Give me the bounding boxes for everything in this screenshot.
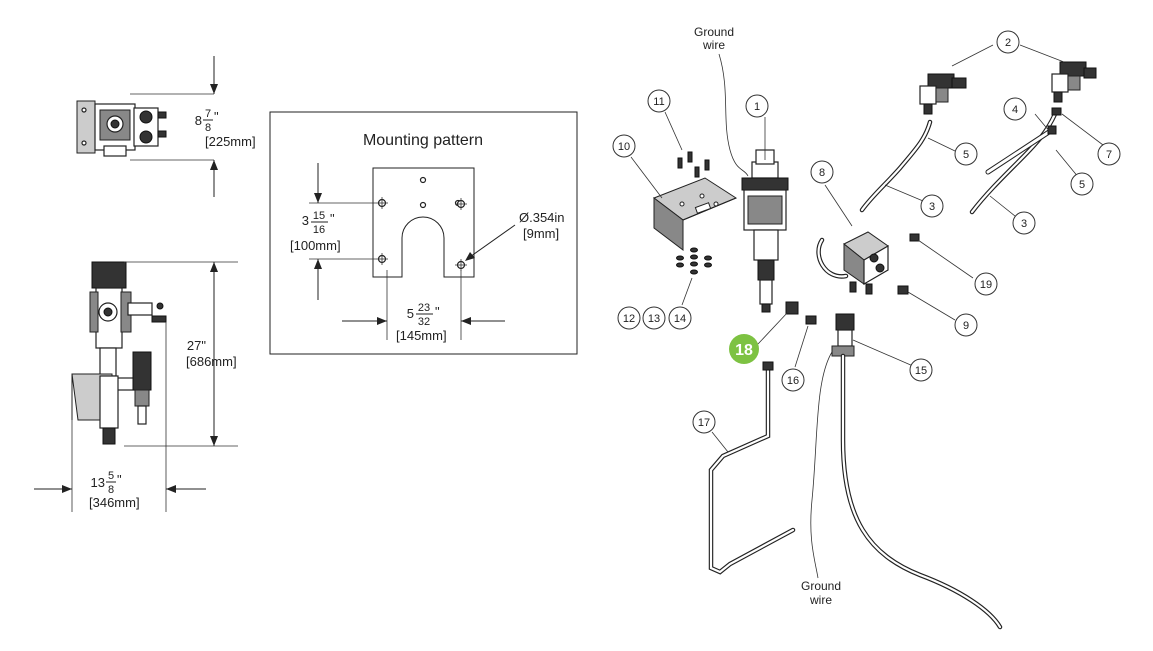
side-height-inches: 27" [187,338,206,353]
mount-height-whole: 3 [302,213,309,228]
top-dim-whole: 8 [195,113,202,128]
mounting-hole [376,253,388,265]
mount-height-mm: [100mm] [290,238,341,253]
svg-text:12: 12 [623,313,635,325]
top-dim-mm: [225mm] [205,134,256,149]
fitting-16 [805,315,817,325]
callout-5b: 5 [1070,172,1094,196]
callout-7: 7 [1097,142,1121,166]
callout-11: 11 [647,89,671,113]
side-width-denominator: 8 [108,484,114,496]
top-dim-numerator: 7 [205,108,211,120]
svg-text:19: 19 [980,279,992,291]
spray-gun-left [919,73,967,115]
pump-part [741,149,789,313]
callout-9: 9 [954,313,978,337]
fitting-7 [1051,107,1062,116]
regulator-part [831,313,855,357]
svg-text:Ground: Ground [694,25,734,39]
svg-text:14: 14 [674,313,686,325]
ground-wire-bottom-label: Ground wire [801,579,841,607]
top-dim-inch-mark: " [214,109,219,124]
side-width-numerator: 5 [108,470,114,482]
svg-text:3: 3 [929,201,935,213]
side-height-mm: [686mm] [186,354,237,369]
callout-4: 4 [1003,97,1027,121]
svg-text:1: 1 [754,101,760,113]
callout-17: 17 [692,410,716,434]
side-width-inch-mark: " [117,472,122,487]
callout-19: 19 [974,272,998,296]
svg-text:15: 15 [915,365,927,377]
svg-text:2: 2 [1005,37,1011,49]
callout-16: 16 [781,368,805,392]
svg-text:17: 17 [698,417,710,429]
mount-width-mm: [145mm] [396,328,447,343]
callout-13: 13 [642,306,666,330]
callout-10: 10 [612,134,636,158]
svg-text:Ground: Ground [801,579,841,593]
spray-gun-right [1051,61,1097,103]
mounting-hole [455,259,467,271]
mount-width-inch-mark: " [435,304,440,319]
mount-width-denominator: 32 [418,316,430,328]
callout-15: 15 [909,358,933,382]
ground-wire-bottom [810,351,833,579]
top-view-dimension: 8 7 8 " [225mm] [195,108,256,149]
side-view-dimension: 27" [686mm] 13 5 8 " [346mm] [89,338,237,510]
screws-part [677,151,710,178]
callout-18-highlight: 18 [729,334,759,364]
ground-wire-top [718,53,749,177]
callout-3b: 3 [1012,211,1036,235]
svg-text:7: 7 [1106,149,1112,161]
mounting-hole [455,198,467,210]
side-width-whole: 13 [91,475,105,490]
fitting-19 [909,233,920,242]
callout-5: 5 [954,142,978,166]
mount-height-denominator: 16 [313,224,325,236]
svg-text:3: 3 [1021,218,1027,230]
svg-text:4: 4 [1012,104,1018,116]
callout-18-label: 18 [735,342,753,359]
svg-text:10: 10 [618,141,630,153]
svg-text:16: 16 [787,375,799,387]
rod-part [985,125,1057,175]
manifold-part [816,231,889,295]
svg-text:9: 9 [963,320,969,332]
svg-text:5: 5 [963,149,969,161]
callout-2: 2 [996,30,1020,54]
svg-text:wire: wire [702,38,725,52]
mount-height-numerator: 15 [313,210,325,222]
svg-text:wire: wire [809,593,832,607]
top-view-drawing [76,56,218,197]
callout-8: 8 [810,160,834,184]
svg-text:8: 8 [819,167,825,179]
side-width-mm: [346mm] [89,495,140,510]
hole-diameter-mm: [9mm] [523,226,559,241]
callout-12: 12 [617,306,641,330]
mount-height-inch-mark: " [330,211,335,226]
svg-text:13: 13 [648,313,660,325]
side-view-drawing [34,261,238,512]
nuts-washers-part [676,247,712,275]
svg-text:11: 11 [653,96,664,108]
mount-width-numerator: 23 [418,302,430,314]
ground-wire-top-label: Ground wire [694,25,734,52]
mount-width-whole: 5 [407,306,414,321]
fitting-9 [897,285,909,295]
callout-14: 14 [668,306,692,330]
mounting-dimensions: 3 15 16 " [100mm] 5 23 32 " [145mm] Ø.35… [290,210,565,343]
supply-tube-part [840,353,1003,630]
suction-tube-part [708,361,796,575]
mounting-hole [376,197,388,209]
hole-diameter: Ø.354in [519,210,565,225]
top-dim-denominator: 8 [205,122,211,134]
fitting-18 [785,301,799,315]
mounting-pattern-title: Mounting pattern [363,132,483,149]
bracket-part [652,177,738,252]
callout-1: 1 [745,94,769,118]
svg-text:5: 5 [1079,179,1085,191]
callout-3: 3 [920,194,944,218]
